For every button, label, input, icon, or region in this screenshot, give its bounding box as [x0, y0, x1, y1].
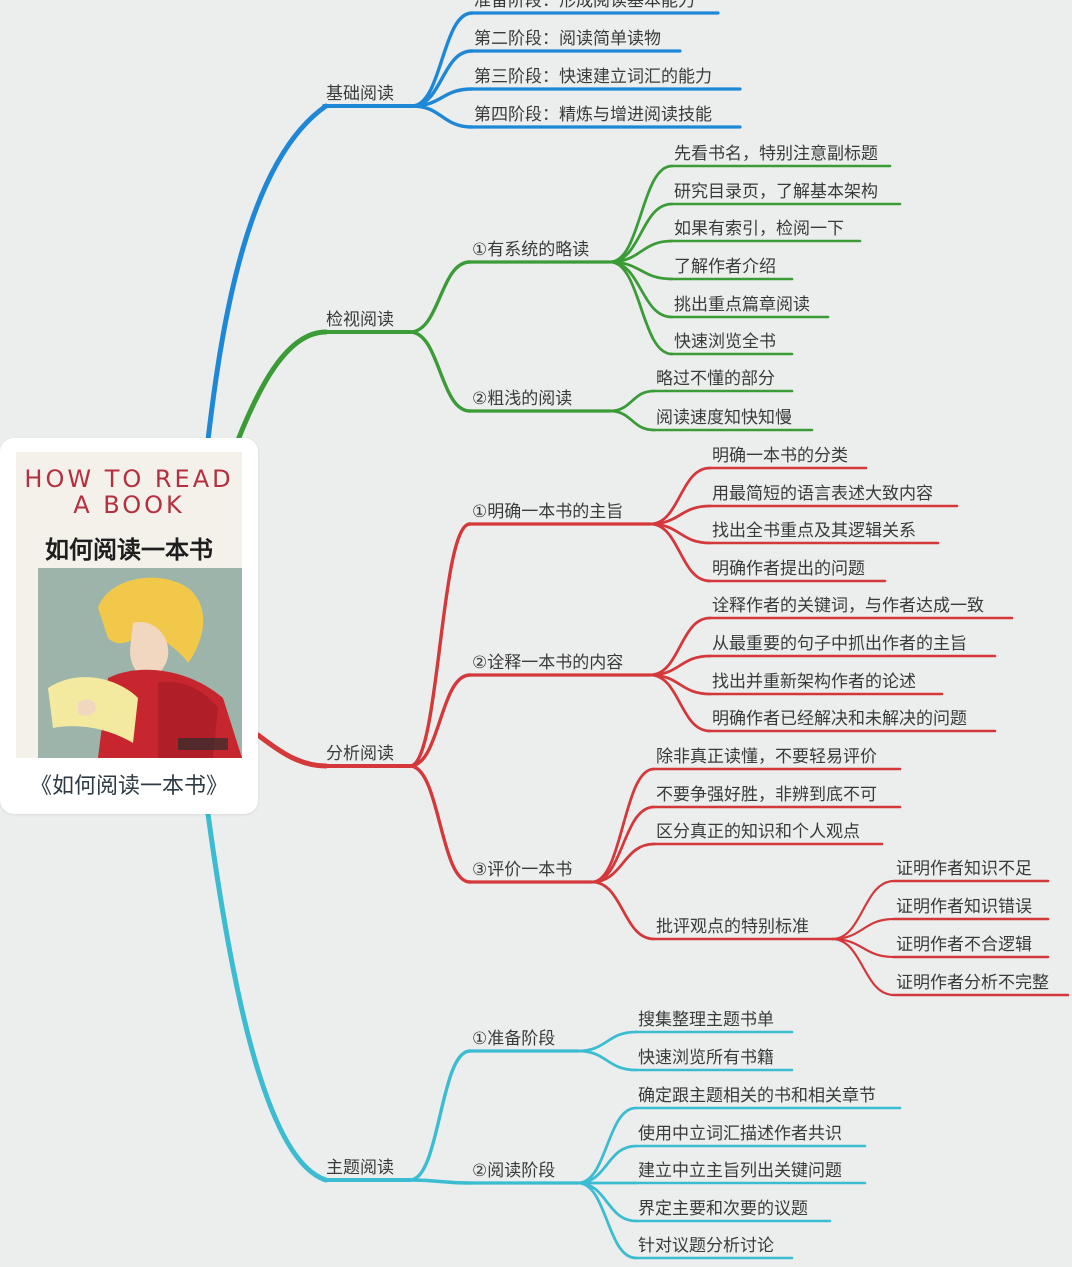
trunk-analyze: [255, 732, 329, 769]
node-analyze-2-3-1-label: 证明作者知识错误: [896, 897, 1032, 917]
cover-english-title: HOW TO READ A BOOK: [16, 466, 242, 518]
node-inspect-0-0-label: 先看书名，特别注意副标题: [674, 144, 878, 164]
node-analyze-2-label: ③评价一本书: [472, 860, 572, 880]
node-inspect-0-link-5: [608, 260, 674, 356]
book-caption: 《如何阅读一本书》: [29, 774, 228, 799]
node-analyze-0-link-3: [648, 522, 712, 583]
branch-topic-link-0: [408, 1049, 472, 1182]
node-inspect-1-link-0: [608, 389, 656, 413]
node-analyze-2-link-3: [590, 880, 656, 941]
node-analyze-0-3-label: 明确作者提出的问题: [712, 559, 865, 579]
node-analyze-1-1-label: 从最重要的句子中抓出作者的主旨: [712, 634, 967, 654]
node-basic-3-label: 第四阶段：精炼与增进阅读技能: [474, 105, 712, 125]
node-analyze-2-3-label: 批评观点的特别标准: [656, 917, 809, 937]
node-topic-1-link-3: [576, 1181, 638, 1223]
node-analyze-1-link-3: [648, 673, 712, 733]
branch-basic-link-3: [410, 104, 474, 129]
trunk-inspect: [235, 329, 329, 443]
node-inspect-0-5-label: 快速浏览全书: [674, 332, 776, 352]
branch-basic-label: 基础阅读: [326, 84, 394, 104]
cover-illustration: [38, 568, 242, 758]
node-analyze-2-link-1: [590, 805, 656, 884]
node-inspect-1-link-1: [608, 409, 656, 432]
node-analyze-2-link-0: [590, 767, 656, 884]
cover-chinese-title: 如何阅读一本书: [45, 535, 213, 564]
node-topic-1-label: ②阅读阶段: [472, 1161, 555, 1181]
node-inspect-0-1-label: 研究目录页，了解基本架构: [674, 182, 878, 202]
node-basic-2-label: 第三阶段：快速建立词汇的能力: [474, 67, 712, 87]
node-analyze-2-0-label: 除非真正读懂，不要轻易评价: [656, 747, 877, 767]
node-analyze-2-1-label: 不要争强好胜，非辨到底不可: [656, 785, 877, 805]
node-analyze-2-3-link-3: [830, 937, 896, 997]
node-analyze-0-label: ①明确一本书的主旨: [472, 502, 623, 522]
node-inspect-1-label: ②粗浅的阅读: [472, 389, 572, 409]
node-inspect-0-2-label: 如果有索引，检阅一下: [674, 219, 844, 239]
branch-basic-link-0: [410, 11, 474, 108]
node-analyze-2-link-2: [590, 842, 656, 884]
branch-inspect-link-0: [408, 260, 472, 334]
book-cover: HOW TO READ A BOOK 如何阅读一本书: [16, 452, 242, 758]
node-topic-1-1-label: 使用中立词汇描述作者共识: [638, 1123, 842, 1144]
node-analyze-1-label: ②诠释一本书的内容: [472, 653, 623, 673]
node-topic-1-link-0: [576, 1106, 638, 1185]
cover-title-line-1: HOW TO READ: [24, 465, 234, 493]
node-topic-0-1-label: 快速浏览所有书籍: [638, 1048, 774, 1068]
node-topic-0-0-label: 搜集整理主题书单: [638, 1010, 774, 1030]
cover-title-line-2: A BOOK: [73, 491, 185, 519]
node-analyze-0-2-label: 找出全书重点及其逻辑关系: [712, 521, 916, 541]
node-topic-1-3-label: 界定主要和次要的议题: [638, 1199, 808, 1219]
branch-analyze-link-2: [408, 764, 472, 884]
node-analyze-1-2-label: 找出并重新架构作者的论述: [712, 672, 916, 692]
reading-woman-illustration: [38, 568, 242, 758]
node-inspect-0-label: ①有系统的略读: [472, 240, 589, 260]
trunk-basic: [205, 103, 329, 443]
node-analyze-2-3-3-label: 证明作者分析不完整: [896, 973, 1049, 993]
node-analyze-1-3-label: 明确作者已经解决和未解决的问题: [712, 709, 967, 729]
node-inspect-0-4-label: 挑出重点篇章阅读: [674, 295, 810, 315]
node-inspect-0-link-0: [608, 164, 674, 264]
book-card: HOW TO READ A BOOK 如何阅读一本书 《如何阅读一本书》: [0, 438, 258, 814]
branch-analyze-link-1: [408, 673, 472, 768]
node-basic-0-label: 准备阶段：形成阅读基本能力: [474, 0, 695, 11]
trunk-topic: [205, 811, 329, 1183]
node-analyze-2-3-link-0: [830, 879, 896, 941]
node-analyze-2-3-0-label: 证明作者知识不足: [896, 859, 1032, 879]
branch-topic-label: 主题阅读: [326, 1158, 394, 1178]
node-topic-0-link-1: [576, 1049, 638, 1072]
node-inspect-1-0-label: 略过不懂的部分: [656, 369, 775, 389]
node-analyze-2-3-2-label: 证明作者不合逻辑: [896, 935, 1032, 955]
node-topic-1-4-label: 针对议题分析讨论: [638, 1236, 774, 1256]
branch-topic-link-1: [408, 1178, 472, 1185]
node-topic-0-link-0: [576, 1030, 638, 1053]
branch-inspect-link-1: [408, 330, 472, 413]
node-analyze-2-2-label: 区分真正的知识和个人观点: [656, 822, 860, 842]
node-topic-1-link-1: [576, 1144, 638, 1185]
node-inspect-0-3-label: 了解作者介绍: [674, 257, 776, 277]
node-analyze-1-0-label: 诠释作者的关键词，与作者达成一致: [712, 596, 984, 616]
branch-analyze-label: 分析阅读: [326, 744, 394, 764]
node-topic-1-2-label: 建立中立主旨列出关键问题: [638, 1161, 842, 1181]
node-topic-1-0-label: 确定跟主题相关的书和相关章节: [638, 1086, 876, 1106]
node-topic-0-label: ①准备阶段: [472, 1029, 555, 1049]
node-basic-1-label: 第二阶段：阅读简单读物: [474, 29, 661, 49]
branch-analyze-link-0: [408, 522, 472, 768]
node-analyze-0-1-label: 用最简短的语言表述大致内容: [712, 484, 933, 504]
node-inspect-1-1-label: 阅读速度知快知慢: [656, 407, 792, 428]
node-analyze-0-0-label: 明确一本书的分类: [712, 446, 848, 466]
branch-inspect-label: 检视阅读: [326, 310, 394, 330]
node-topic-1-link-4: [576, 1181, 638, 1260]
